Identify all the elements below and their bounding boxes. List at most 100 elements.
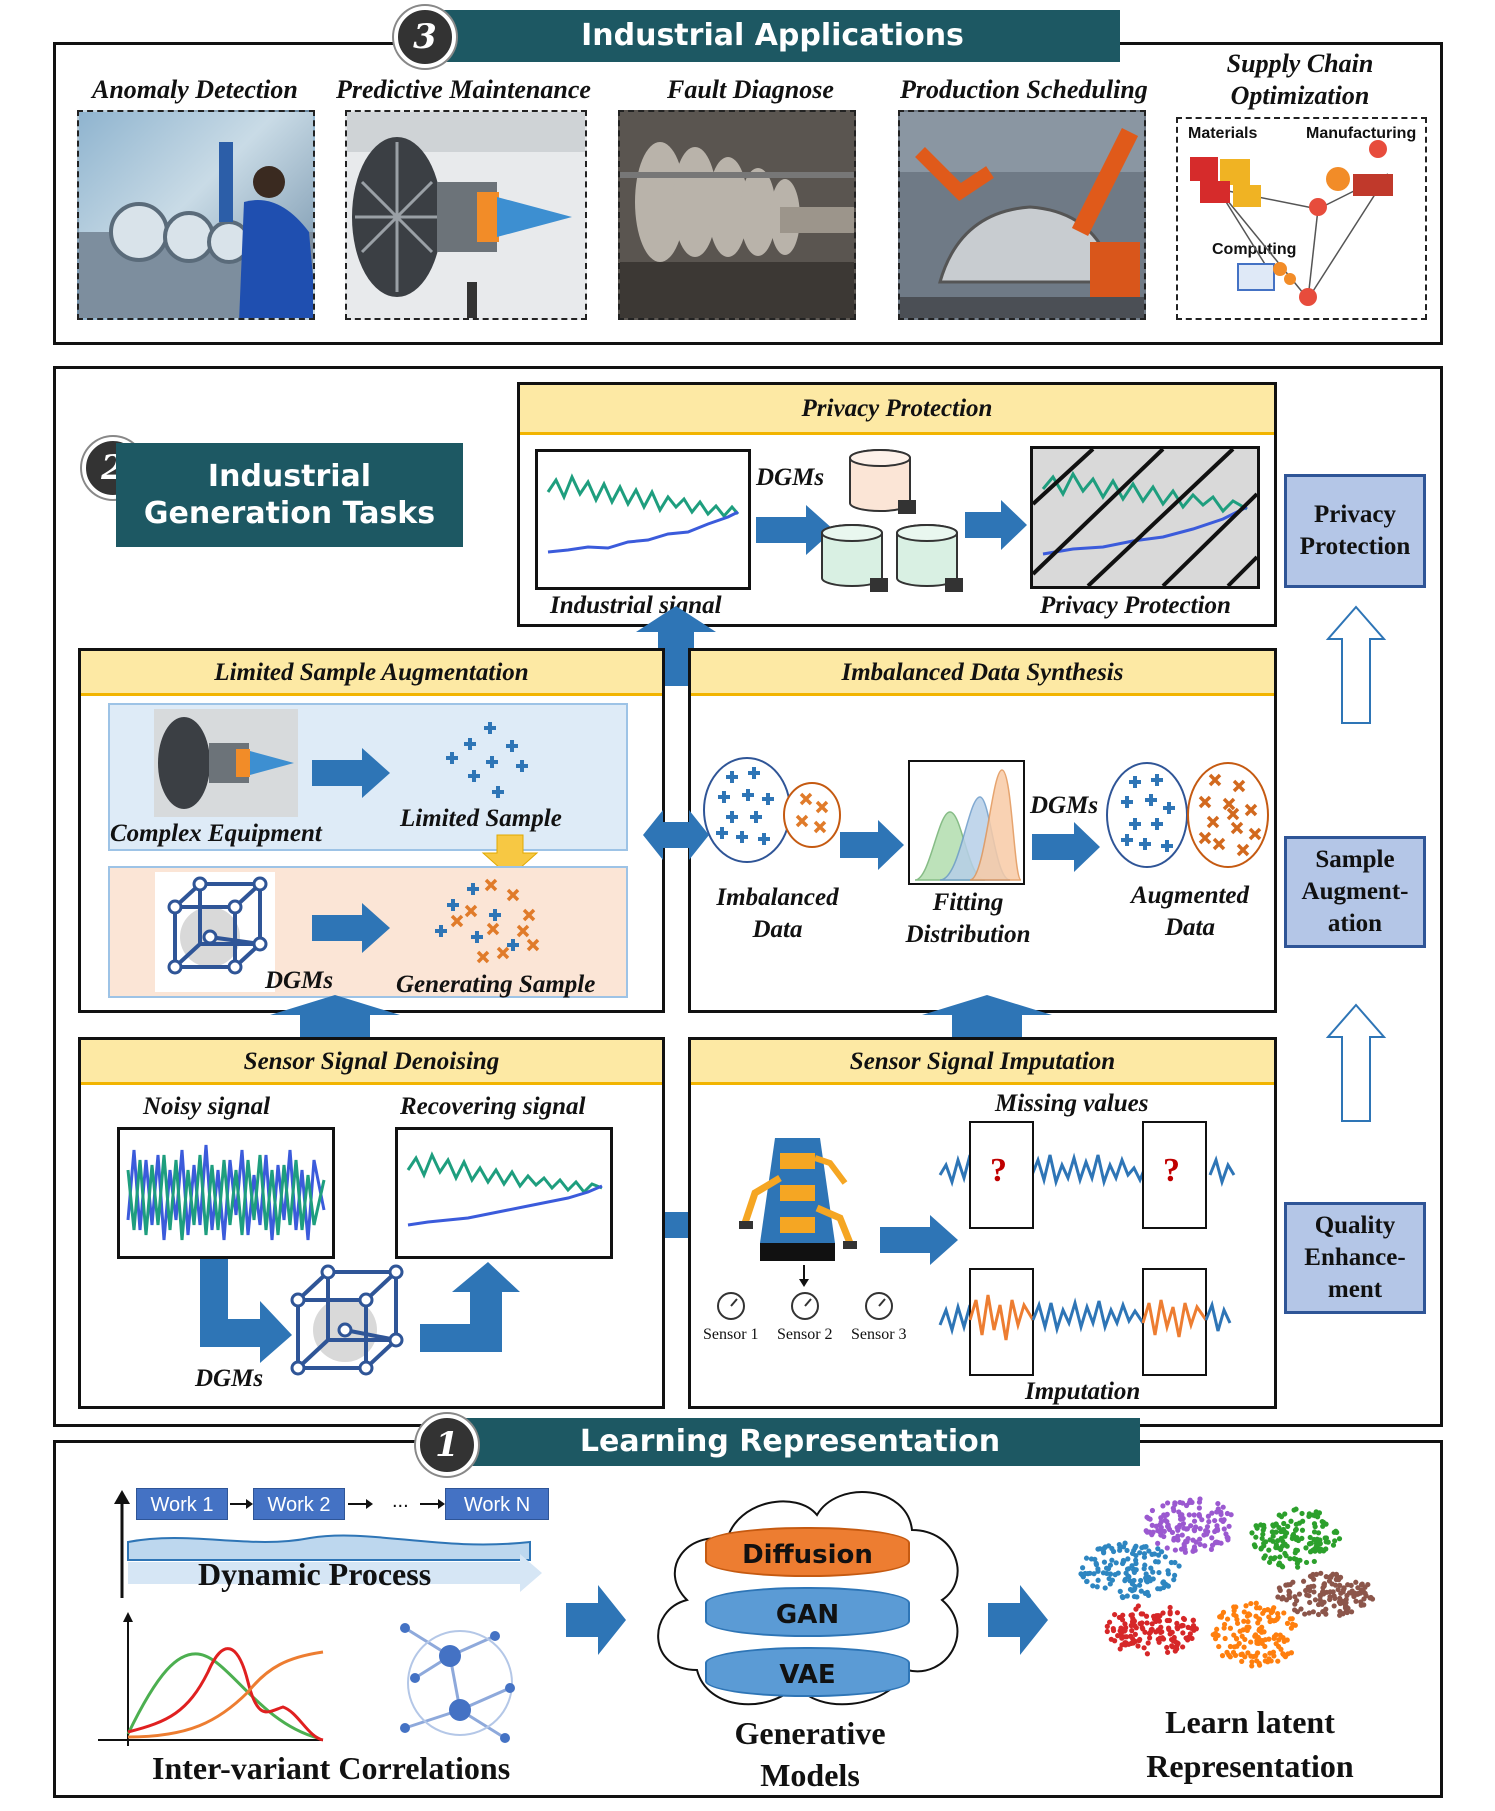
privacy-protected-chart — [1030, 446, 1260, 589]
to-models-arrow — [566, 1585, 626, 1655]
latent-point — [1215, 1500, 1221, 1507]
plus-marker — [467, 883, 479, 895]
supply-manufacturing-label: Manufacturing — [1306, 125, 1417, 142]
latent-point — [1334, 1529, 1340, 1535]
latent-point — [1307, 1587, 1313, 1594]
rotor-illustration — [620, 142, 854, 318]
sensor-1-label: Sensor 1 — [703, 1326, 759, 1343]
latent-point — [1204, 1524, 1211, 1530]
latent-point — [1326, 1578, 1333, 1584]
latent-point — [1174, 1620, 1180, 1626]
latent-point — [1185, 1624, 1191, 1630]
latent-point — [1214, 1626, 1220, 1632]
plus-marker — [1129, 776, 1141, 788]
latent-point — [1292, 1607, 1298, 1613]
generating-arrow — [312, 903, 390, 953]
latent-point — [1149, 1522, 1155, 1528]
fitting-label-line2: Distribution — [905, 921, 1031, 948]
latent-point — [1101, 1559, 1108, 1565]
latent-point — [1256, 1626, 1263, 1632]
cross-marker — [486, 922, 500, 936]
latent-point — [1344, 1604, 1350, 1611]
latent-point — [1258, 1522, 1264, 1528]
latent-point — [1176, 1563, 1182, 1569]
latent-point — [1202, 1543, 1208, 1549]
latent-point — [1298, 1606, 1304, 1612]
augmented-label-line2: Data — [1165, 914, 1215, 941]
robot-car-illustration — [900, 112, 1144, 318]
imbalanced-header: Imbalanced Data Synthesis — [691, 651, 1274, 696]
latent-point — [1199, 1517, 1205, 1523]
latent-point — [1256, 1616, 1262, 1622]
work-1-box: Work 1 — [136, 1488, 228, 1520]
plus-marker — [486, 756, 498, 768]
latent-point — [1233, 1636, 1240, 1642]
latent-point — [1245, 1650, 1251, 1656]
latent-point — [1327, 1596, 1333, 1603]
fitting-distribution-chart — [908, 760, 1025, 885]
latent-point — [1226, 1523, 1232, 1529]
latent-point — [1109, 1557, 1115, 1563]
latent-point — [1280, 1564, 1286, 1570]
plus-marker — [435, 925, 447, 937]
latent-point — [1321, 1599, 1327, 1605]
latent-point — [1119, 1635, 1125, 1641]
cross-marker — [1198, 831, 1212, 845]
latent-point — [1149, 1507, 1156, 1514]
imbalanced-data-clusters — [703, 757, 841, 863]
latent-point — [1191, 1544, 1198, 1550]
latent-point — [1245, 1619, 1251, 1625]
cross-marker — [496, 946, 510, 960]
latent-point — [1266, 1636, 1272, 1642]
privacy-header-text: Privacy Protection — [801, 395, 993, 422]
latent-point — [1351, 1593, 1357, 1600]
latent-point — [1091, 1571, 1097, 1577]
plus-marker — [471, 931, 483, 943]
latent-point — [1122, 1578, 1128, 1584]
plus-marker — [1121, 796, 1133, 808]
latent-point — [1212, 1636, 1219, 1642]
latent-point — [1087, 1570, 1093, 1576]
model-diffusion: Diffusion — [705, 1527, 910, 1577]
latent-point — [1100, 1549, 1107, 1555]
latent-point — [1191, 1512, 1197, 1518]
latent-point — [1241, 1618, 1247, 1624]
latent-point — [1223, 1531, 1229, 1537]
latent-point — [1136, 1637, 1142, 1644]
latent-point — [1171, 1508, 1177, 1514]
latent-point — [1311, 1536, 1317, 1543]
latent-point — [1349, 1588, 1355, 1594]
cross-marker — [813, 820, 827, 834]
latent-clusters — [1078, 1496, 1376, 1669]
complex-equipment-label: Complex Equipment — [110, 820, 322, 847]
latent-point — [1135, 1643, 1141, 1649]
latent-point — [1336, 1536, 1343, 1542]
latent-point — [1212, 1517, 1218, 1524]
generating-sample-label: Generating Sample — [396, 971, 596, 998]
plus-marker — [736, 831, 748, 843]
fitting-distribution-svg — [914, 769, 1022, 881]
latent-point — [1337, 1582, 1343, 1588]
latent-point — [1338, 1590, 1344, 1596]
latent-point — [1197, 1536, 1203, 1542]
latent-point — [1130, 1640, 1136, 1646]
plus-marker — [1139, 838, 1151, 850]
predictive-maintenance-image — [345, 110, 587, 320]
latent-point — [1165, 1649, 1171, 1655]
cross-marker — [526, 938, 540, 952]
cross-marker — [1212, 837, 1226, 851]
latent-point — [1160, 1610, 1166, 1616]
plus-marker — [489, 909, 501, 921]
latent-point — [1174, 1536, 1180, 1542]
limited-header: Limited Sample Augmentation — [81, 651, 662, 696]
supply-chain-diagram: Materials Manufacturing Computing — [1176, 117, 1427, 320]
latent-point — [1169, 1643, 1175, 1649]
latent-point — [1330, 1571, 1336, 1577]
latent-point — [1172, 1547, 1178, 1553]
latent-point — [1321, 1589, 1327, 1595]
latent-point — [1171, 1577, 1177, 1583]
latent-point — [1110, 1627, 1117, 1634]
latent-point — [1191, 1518, 1198, 1524]
latent-point — [1253, 1534, 1259, 1540]
dynamic-process-axis — [114, 1490, 542, 1598]
